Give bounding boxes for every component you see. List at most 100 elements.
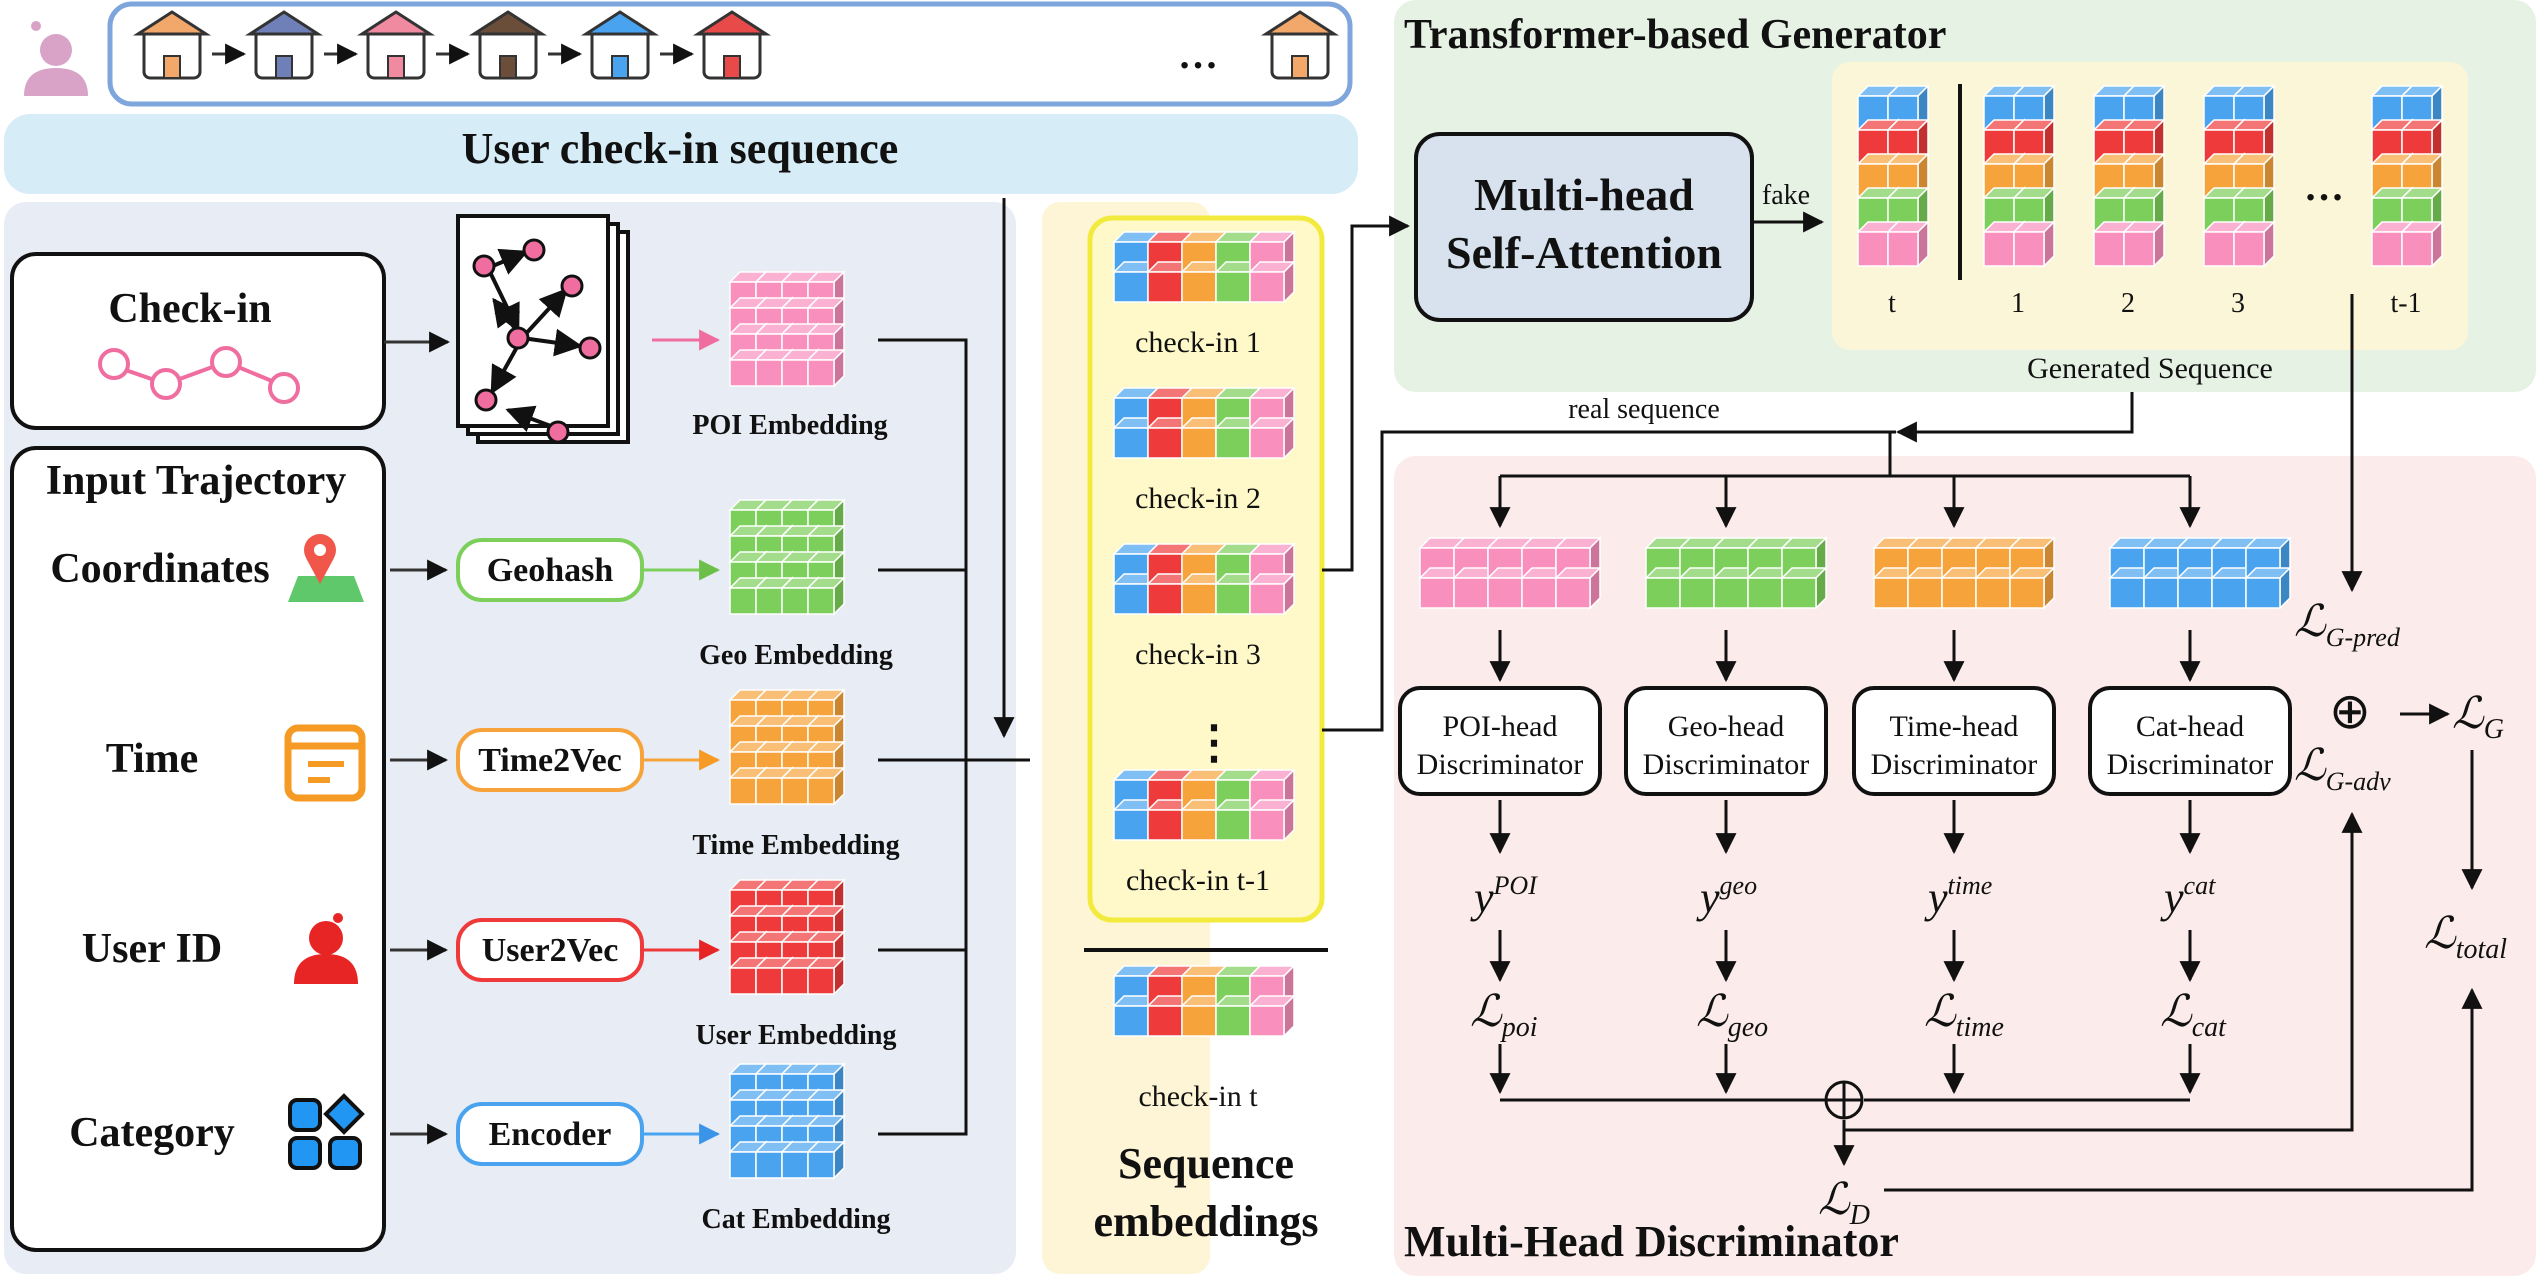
- bank-icon: [244, 10, 324, 80]
- sequence-title-1: Sequence: [1118, 1139, 1294, 1188]
- encoder-label: Time2Vec: [478, 742, 622, 779]
- sequence-item-label: check-in 2: [1135, 482, 1261, 515]
- loss-aggregation-lines: [1500, 703, 2483, 1192]
- head-line2: Discriminator: [1643, 748, 1810, 781]
- user-avatar-icon: [24, 21, 88, 96]
- loss-g: ℒG: [2452, 689, 2504, 745]
- real-sequence-label: real sequence: [1568, 394, 1720, 425]
- head-output: ytime: [1924, 871, 1992, 922]
- head-loss: ℒpoi: [1470, 987, 1537, 1043]
- loss-g-pred: ℒG-pred: [2294, 597, 2401, 652]
- encoder-label: Encoder: [489, 1116, 612, 1153]
- head-line1: Time-head: [1890, 710, 2019, 743]
- poi-embedding-grid: [728, 270, 846, 388]
- head-line2: Discriminator: [1417, 748, 1584, 781]
- shop-icon: [356, 10, 436, 80]
- generated-label: Generated Sequence: [2027, 352, 2273, 385]
- sequence-last-label: check-in t: [1138, 1080, 1258, 1113]
- embedding-grid: [728, 498, 846, 616]
- head-box: [1852, 686, 2056, 796]
- trajectory-box: [10, 446, 386, 1252]
- generated-column-label: 3: [2231, 288, 2245, 319]
- gen-oplus: ⊕: [2329, 683, 2371, 739]
- head-line1: POI-head: [1443, 710, 1558, 743]
- sequence-to-generator-arrow: [1322, 215, 1411, 572]
- checkin-box: [10, 252, 386, 430]
- loss-g-adv: ℒG-adv: [2294, 741, 2391, 796]
- head-input-stack: [1644, 536, 1828, 610]
- lighthouse-icon: [692, 10, 772, 80]
- generator-title: Transformer-based Generator: [1404, 12, 1946, 58]
- discriminator-title: Multi-Head Discriminator: [1404, 1217, 1899, 1266]
- encoder-box: [456, 538, 644, 602]
- embedding-grid: [728, 1062, 846, 1180]
- head-loss: ℒgeo: [1696, 987, 1768, 1043]
- sequence-title-2: embeddings: [1094, 1197, 1319, 1246]
- input-row-label: User ID: [82, 926, 222, 972]
- attention-box: [1414, 132, 1754, 322]
- checkin-banner: [4, 114, 1358, 194]
- embedding-label: Cat Embedding: [701, 1204, 890, 1235]
- sequence-stack: [1112, 230, 1296, 304]
- encoder-box: [456, 918, 644, 982]
- calendar-icon: [284, 724, 366, 802]
- generated-ellipsis: …: [2304, 164, 2344, 209]
- loss-total: ℒtotal: [2424, 909, 2507, 965]
- sequence-item-label: check-in t-1: [1126, 864, 1270, 897]
- head-loss: ℒtime: [1924, 987, 2004, 1043]
- fake-label: fake: [1762, 180, 1810, 211]
- ferris-wheel-icon: [580, 10, 660, 80]
- sequence-item-label: check-in 3: [1135, 638, 1261, 671]
- discriminator-panel: [1394, 456, 2536, 1276]
- embedding-grid: [728, 688, 846, 806]
- encoder-label: Geohash: [487, 552, 614, 589]
- map-pin-icon: [288, 534, 364, 602]
- embedding-label: Time Embedding: [692, 830, 899, 861]
- head-loss: ℒcat: [2160, 987, 2227, 1043]
- sequence-item-label: check-in 1: [1135, 326, 1261, 359]
- embedding-label: Geo Embedding: [699, 640, 893, 671]
- head-line1: Cat-head: [2136, 710, 2244, 743]
- poi-sequence-ellipsis: …: [1178, 32, 1218, 77]
- trajectory-title: Input Trajectory: [46, 458, 347, 504]
- head-line2: Discriminator: [1871, 748, 2038, 781]
- sequence-stack: [1112, 386, 1296, 460]
- head-output: ycat: [2160, 871, 2216, 922]
- merge-lines: [878, 198, 1030, 1136]
- head-box: [1624, 686, 1828, 796]
- user-icon: [294, 913, 358, 984]
- head-line2: Discriminator: [2107, 748, 2274, 781]
- input-row-label: Category: [69, 1110, 235, 1156]
- loss-d: ℒD: [1818, 1175, 1870, 1231]
- category-icon: [288, 1093, 365, 1170]
- house-icon: [1260, 10, 1340, 80]
- attention-line2: Self-Attention: [1446, 227, 1722, 278]
- embedding-grid: [728, 878, 846, 996]
- input-row-label: Coordinates: [50, 546, 269, 592]
- head-line1: Geo-head: [1668, 710, 1785, 743]
- real-flow-lines: [1322, 294, 2363, 732]
- generated-column: [2202, 84, 2276, 268]
- generated-column-label: t: [1888, 288, 1896, 319]
- head-input-stack: [1872, 536, 2056, 610]
- sequence-dots: ⋮: [1191, 717, 1237, 768]
- sequence-stack-last: [1112, 964, 1296, 1038]
- encoder-label: User2Vec: [482, 932, 619, 969]
- generated-column-label: 1: [2011, 288, 2025, 319]
- generated-column: [1982, 84, 2056, 268]
- head-box: [1398, 686, 1602, 796]
- sequence-stack: [1112, 542, 1296, 616]
- checkin-label: Check-in: [108, 286, 271, 332]
- encoder-box: [456, 1102, 644, 1166]
- sequence-stack: [1112, 768, 1296, 842]
